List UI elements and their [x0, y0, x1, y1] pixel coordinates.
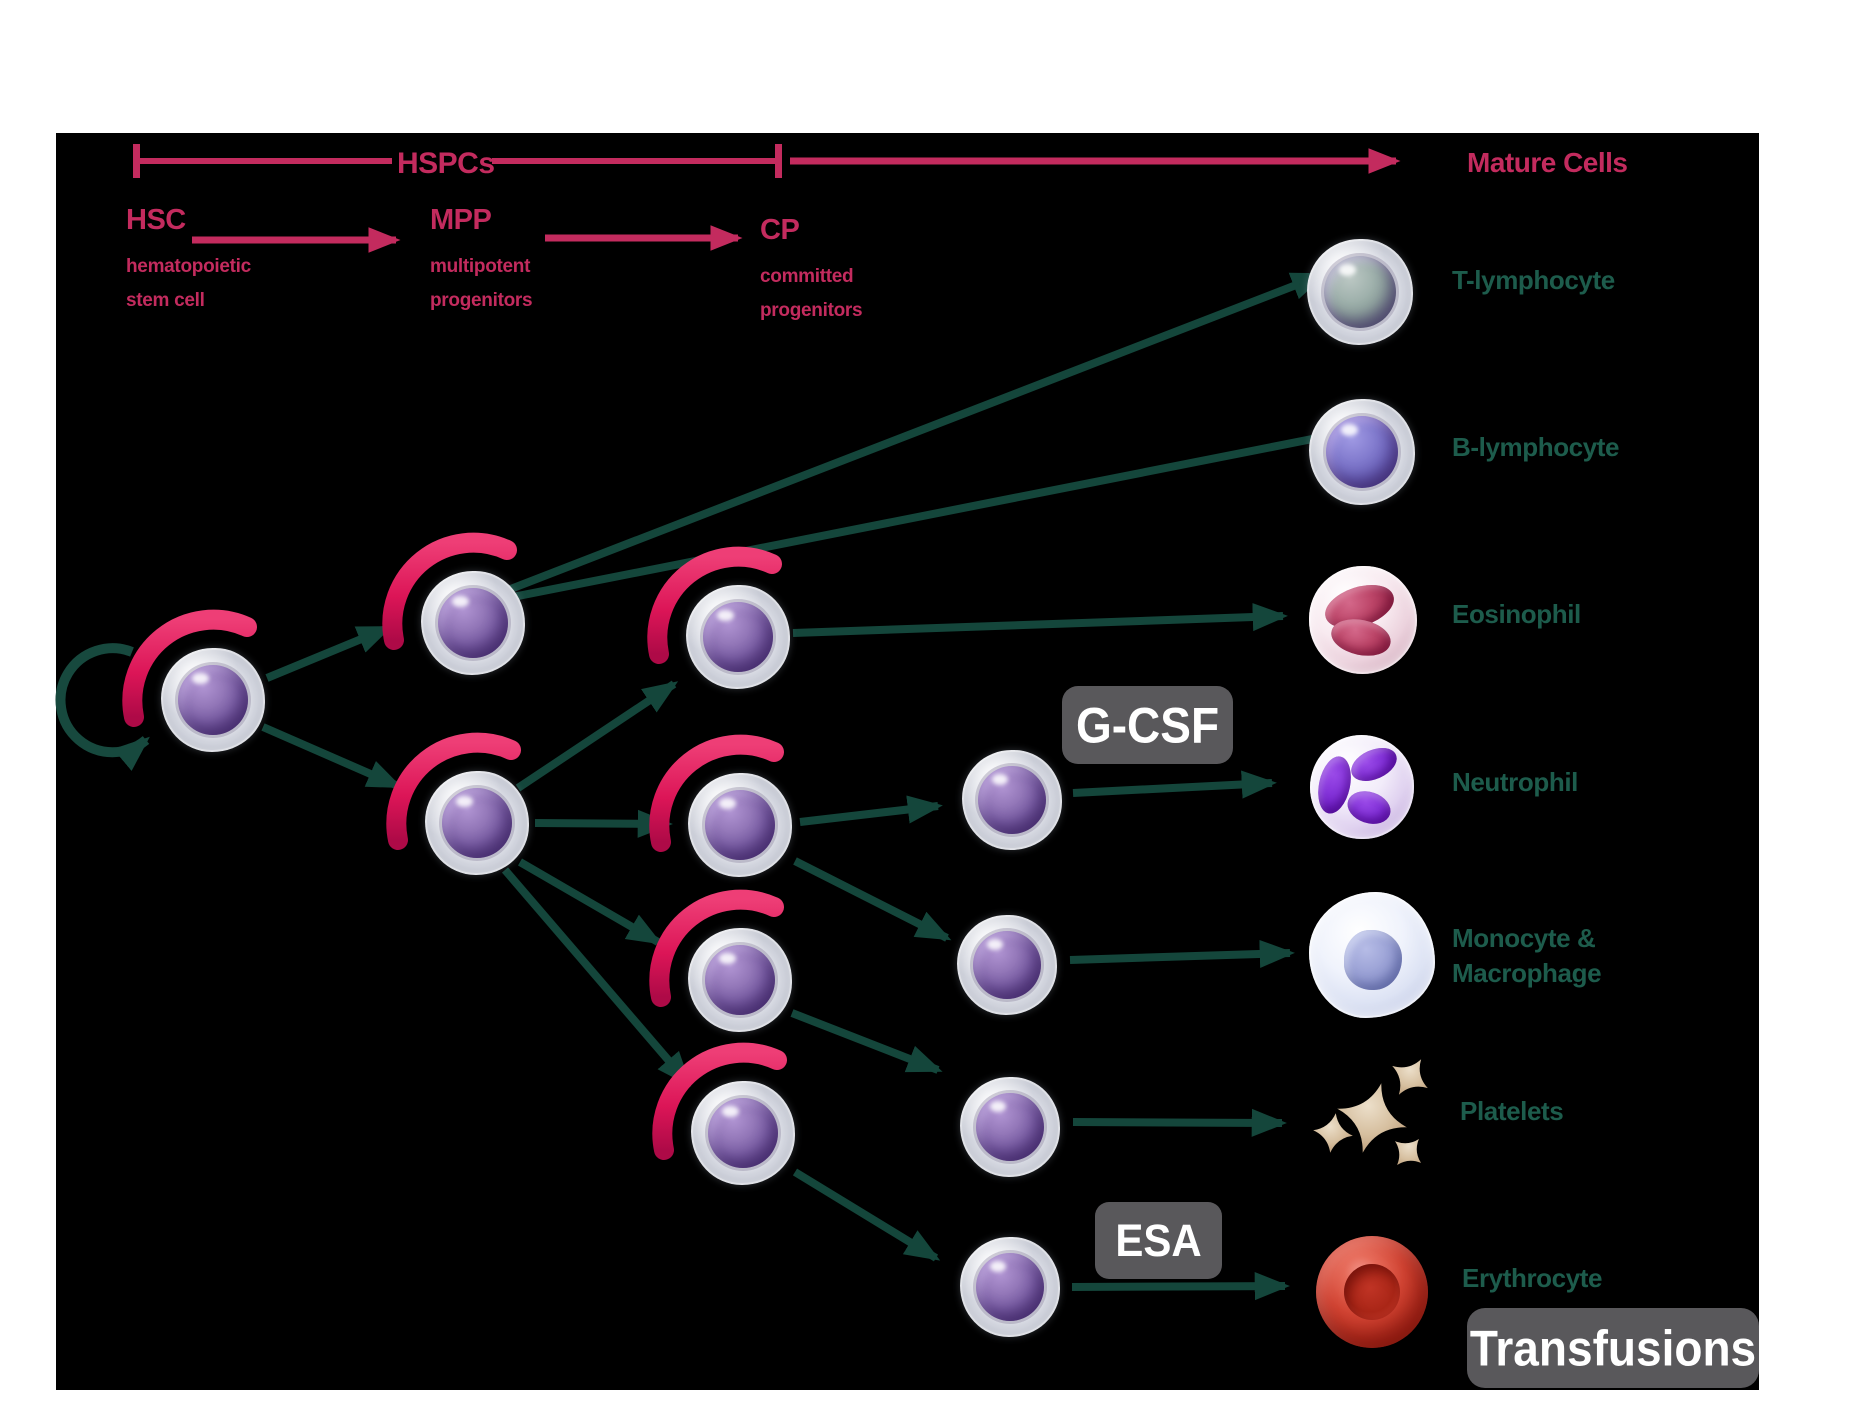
esa-label: ESA	[1115, 1214, 1202, 1266]
transfusions-label: Transfusions	[1469, 1319, 1757, 1377]
mpp-top-cell-image	[421, 571, 525, 675]
hspcs-bracket-right-tick	[775, 144, 782, 178]
t-lymphocyte-label: T-lymphocyte	[1452, 265, 1615, 295]
platelet-precursor-cell-image	[960, 1077, 1060, 1177]
hspcs-bracket-line-left	[136, 158, 392, 164]
b-lymphocyte-label: B-lymphocyte	[1452, 432, 1620, 462]
b-lymphocyte-cell-image	[1309, 399, 1415, 505]
neutrophil-precursor-cell-image	[962, 750, 1062, 850]
erythrocyte-cell-image	[1316, 1236, 1428, 1348]
mpp-bottom-cell-image	[425, 771, 529, 875]
neutrophil-nucleus-lobe	[1345, 741, 1402, 788]
cp-sublabel-1: committed	[760, 266, 854, 287]
neutrophil-label: Neutrophil	[1452, 767, 1578, 797]
hsc-sublabel-1: hematopoietic	[126, 256, 251, 277]
hspcs-bracket-line-right	[492, 158, 778, 164]
cp-sublabel-2: progenitors	[760, 300, 863, 321]
cp1-cell-image	[686, 585, 790, 689]
cp3-cell-image	[688, 928, 792, 1032]
cp4-cell-image	[691, 1081, 795, 1185]
monocyte-macrophage-cell-image	[1309, 892, 1435, 1018]
neutrophil-nucleus-lobe	[1343, 786, 1395, 830]
erythrocyte-label: Erythrocyte	[1462, 1263, 1603, 1293]
gcsf-treatment-box: G-CSF	[1062, 686, 1233, 764]
monocyte-label-line2: Macrophage	[1452, 958, 1602, 988]
mpp-sublabel-1: multipotent	[430, 256, 531, 277]
platelets-label: Platelets	[1460, 1096, 1564, 1126]
gcsf-label: G-CSF	[1075, 696, 1220, 754]
diagram-background	[56, 133, 1759, 1390]
monocyte-precursor-cell-image	[957, 915, 1057, 1015]
t-lymphocyte-cell-image	[1307, 239, 1413, 345]
hsc-cell-image	[161, 648, 265, 752]
erythroid-precursor-cell-image	[960, 1237, 1060, 1337]
mpp-label: MPP	[430, 204, 492, 236]
hsc-sublabel-2: stem cell	[126, 290, 205, 311]
neutrophil-cell-image	[1310, 735, 1414, 839]
esa-treatment-box: ESA	[1095, 1202, 1222, 1279]
eosinophil-label: Eosinophil	[1452, 599, 1581, 629]
eosinophil-cell-image	[1309, 566, 1417, 674]
hsc-label: HSC	[126, 204, 186, 236]
cp2-cell-image	[688, 773, 792, 877]
hspcs-label: HSPCs	[397, 147, 495, 180]
mpp-sublabel-2: progenitors	[430, 290, 533, 311]
monocyte-label-line1: Monocyte &	[1452, 923, 1596, 953]
cp-label: CP	[760, 214, 800, 246]
mature-cells-label: Mature Cells	[1467, 147, 1628, 178]
transfusions-treatment-box: Transfusions	[1467, 1308, 1759, 1388]
